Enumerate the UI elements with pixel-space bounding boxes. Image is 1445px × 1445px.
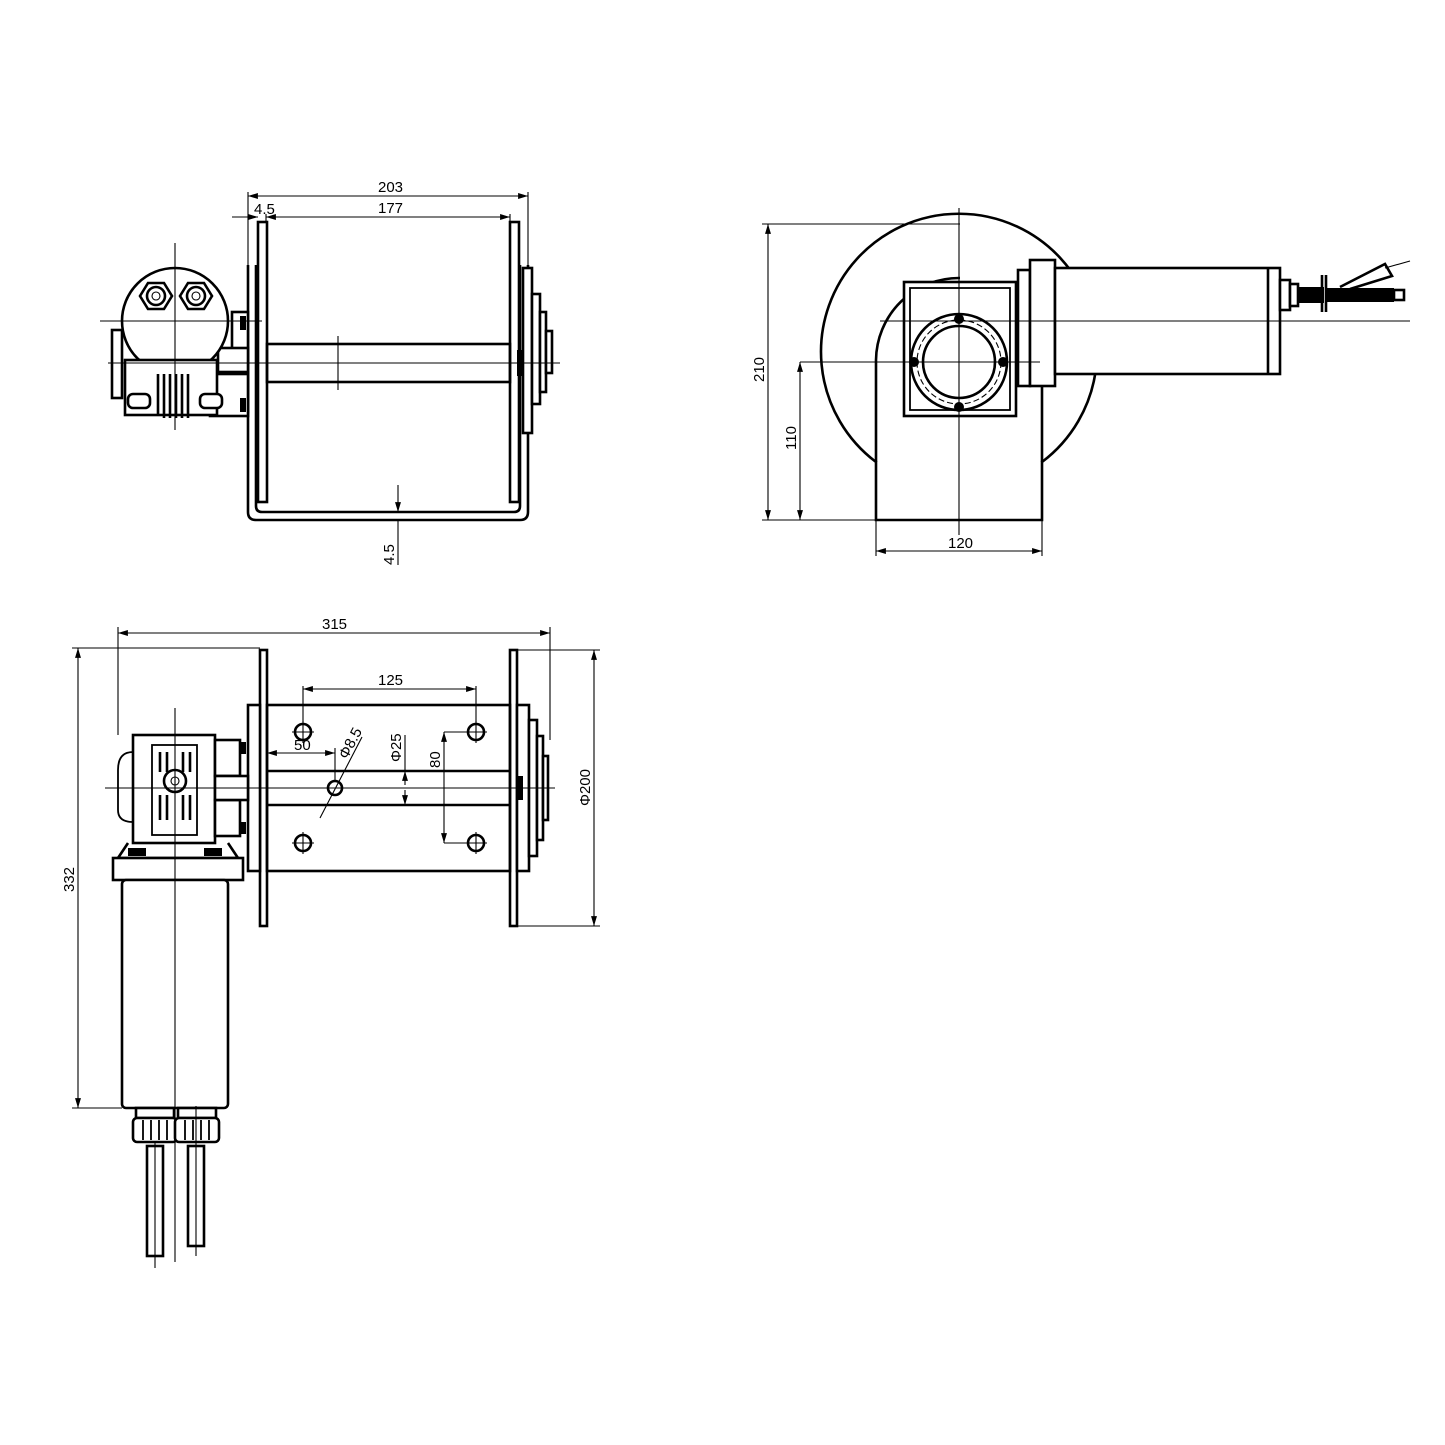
front-gearbox <box>131 733 217 845</box>
dim-hole-offset-label: 50 <box>294 737 311 754</box>
dim-hole-diameter: Φ8.5 <box>336 725 366 762</box>
dim-overall-height-front: 332 <box>61 867 78 892</box>
dim-flange-diameter: Φ200 <box>577 769 594 806</box>
dim-plate-thickness-top: 4.5 <box>254 201 275 218</box>
side-view: 210 110 120 <box>751 208 1411 556</box>
dim-shaft-height: 110 <box>783 426 800 450</box>
cable-gland-right <box>178 281 214 311</box>
left-flange <box>256 220 269 504</box>
u-bracket <box>246 265 530 522</box>
dim-inner-width: 177 <box>378 200 403 217</box>
cable-gland-left <box>138 281 174 311</box>
flange-disc <box>819 212 1099 522</box>
dim-shaft-diameter: Φ25 <box>388 733 405 762</box>
dim-hole-spacing-vertical: 80 <box>427 751 444 768</box>
dim-plate-thickness-bottom: 4.5 <box>381 544 398 565</box>
top-view: 203 177 4.5 4.5 <box>100 179 560 565</box>
dim-overall-length: 315 <box>322 616 347 633</box>
gearbox-housing <box>902 280 1018 418</box>
front-view: 315 125 50 Φ8.5 Φ25 80 Φ200 332 <box>61 616 600 1268</box>
dim-overall-height-side: 210 <box>751 357 768 382</box>
dim-base-width: 120 <box>948 535 973 552</box>
dim-hole-spacing-horizontal: 125 <box>378 672 403 689</box>
dim-overall-width: 203 <box>378 179 403 196</box>
cable <box>1326 288 1394 302</box>
